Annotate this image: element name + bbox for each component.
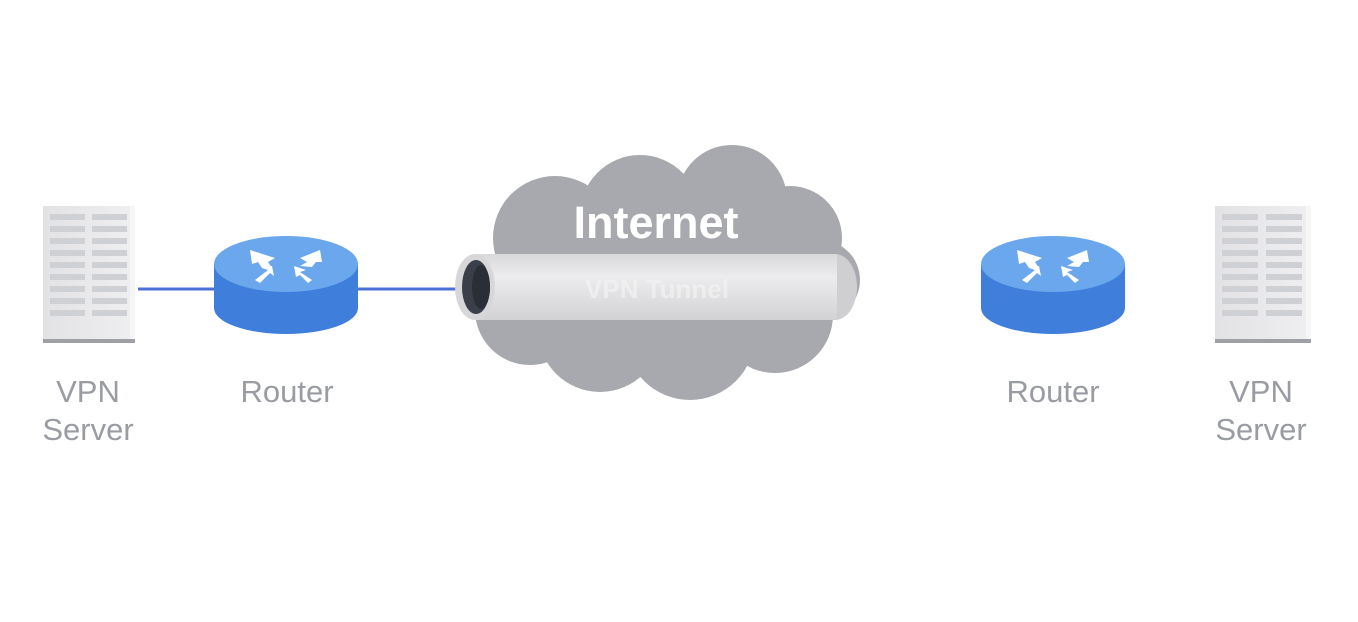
left-server-label-line1: VPN [56, 374, 120, 409]
right-server-label-line2: Server [1215, 412, 1306, 447]
right-server-icon [1215, 206, 1311, 343]
internet-label: Internet [573, 197, 738, 248]
left-server-label-line2: Server [42, 412, 133, 447]
left-server-icon [43, 206, 135, 343]
left-router-icon [214, 236, 358, 334]
right-server-label-line1: VPN [1229, 374, 1293, 409]
vpn-tunnel [455, 254, 857, 320]
right-router-icon [981, 236, 1125, 334]
vpn-tunnel-label: VPN Tunnel [585, 274, 729, 304]
left-router-label: Router [240, 374, 333, 409]
right-router-label: Router [1006, 374, 1099, 409]
